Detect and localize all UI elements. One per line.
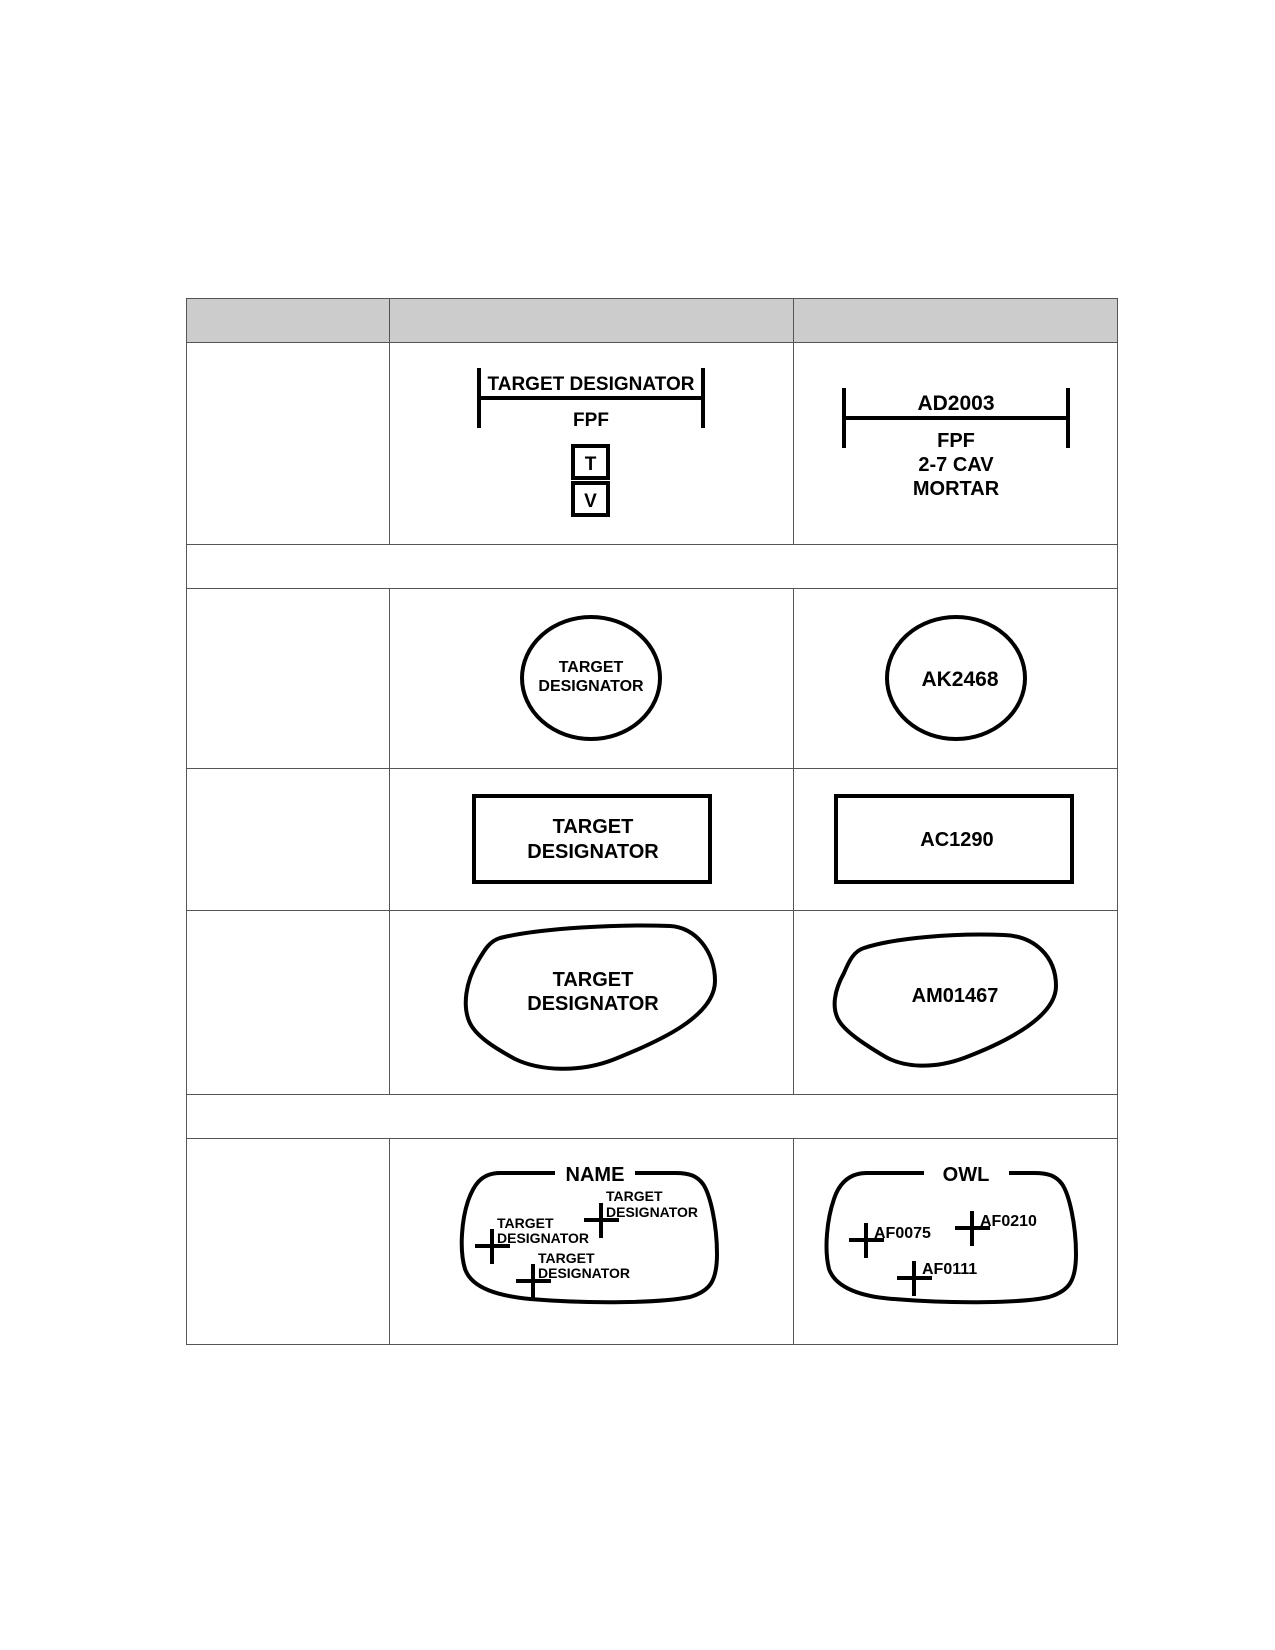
table-header (186, 298, 1118, 342)
rectangle-template-line: TARGET (553, 816, 634, 838)
irregular-example-cell: AM01467 (794, 911, 1117, 1094)
fpf-example-line: FPF (937, 430, 975, 452)
rectangle-example-cell: AC1290 (794, 769, 1117, 910)
group-example-name: OWL (943, 1164, 990, 1186)
group-target-label: DESIGNATOR (497, 1230, 589, 1246)
group-target-label: TARGET (538, 1250, 595, 1266)
grid-line (389, 1138, 390, 1344)
circle-example-symbol: AK2468 (885, 615, 1027, 741)
grid-line (186, 544, 1118, 545)
grid-line (793, 588, 794, 1094)
fpf-template-cell: TARGET DESIGNATOR FPF T V (390, 343, 793, 544)
fpf-type-label: FPF (573, 410, 609, 431)
group-target-label: DESIGNATOR (538, 1265, 630, 1281)
rectangle-example-symbol: AC1290 (834, 794, 1074, 884)
circle-template-line: TARGET (559, 659, 624, 676)
grid-line (793, 1138, 794, 1344)
grid-line (186, 1344, 1118, 1345)
fpf-template-symbol: TARGET DESIGNATOR FPF T V (477, 368, 705, 517)
fpf-example-designator: AD2003 (917, 392, 994, 415)
grid-line (186, 298, 1118, 299)
group-example-target: AF0075 (874, 1225, 931, 1242)
grid-line (389, 588, 390, 1094)
fpf-example-line: 2-7 CAV (918, 454, 994, 476)
group-template-symbol: NAME TARGET DESIGNATOR TARGET DESIGNATOR… (459, 1164, 720, 1305)
grid-line (186, 342, 1118, 343)
irregular-template-cell: TARGET DESIGNATOR (390, 911, 793, 1094)
grid-line (186, 1138, 1118, 1139)
group-name-label: NAME (566, 1164, 625, 1186)
group-example-cell: OWL AF0075 AF0210 AF0111 (794, 1139, 1117, 1344)
rectangle-template-cell: TARGET DESIGNATOR (390, 769, 793, 910)
circle-template-line: DESIGNATOR (538, 678, 644, 695)
irregular-template-line: TARGET (553, 969, 634, 991)
fpf-designator-label: TARGET DESIGNATOR (488, 374, 695, 395)
group-example-target: AF0210 (980, 1213, 1037, 1230)
grid-line (793, 298, 794, 544)
box-t-label: T (585, 454, 597, 475)
grid-line (186, 298, 187, 1344)
fpf-example-cell: AD2003 FPF 2-7 CAV MORTAR (794, 343, 1117, 544)
grid-line (186, 588, 1118, 589)
group-target-label: TARGET (606, 1188, 663, 1204)
group-example-symbol: OWL AF0075 AF0210 AF0111 (824, 1164, 1079, 1305)
irregular-example-symbol: AM01467 (832, 932, 1059, 1068)
rectangle-example-label: AC1290 (920, 829, 993, 851)
grid-line (186, 1094, 1118, 1095)
grid-line (1117, 298, 1118, 1344)
group-target-label: DESIGNATOR (606, 1204, 698, 1220)
box-v-label: V (584, 491, 597, 512)
fpf-example-symbol: AD2003 FPF 2-7 CAV MORTAR (842, 388, 1070, 500)
grid-line (186, 768, 1118, 769)
circle-template-symbol: TARGET DESIGNATOR (520, 615, 662, 741)
grid-line (186, 910, 1118, 911)
circle-example-cell: AK2468 (794, 589, 1117, 768)
group-template-cell: NAME TARGET DESIGNATOR TARGET DESIGNATOR… (390, 1139, 793, 1344)
irregular-template-line: DESIGNATOR (527, 993, 659, 1015)
irregular-template-symbol: TARGET DESIGNATOR (463, 923, 718, 1071)
group-example-target: AF0111 (922, 1261, 977, 1278)
circle-example-label: AK2468 (921, 668, 998, 691)
rectangle-template-line: DESIGNATOR (527, 841, 659, 863)
group-target-label: TARGET (497, 1215, 554, 1231)
fpf-example-line: MORTAR (913, 478, 1000, 500)
grid-line (389, 298, 390, 544)
circle-template-cell: TARGET DESIGNATOR (390, 589, 793, 768)
rectangle-template-symbol: TARGET DESIGNATOR (472, 794, 712, 884)
target-symbols-table: TARGET DESIGNATOR FPF T V AD2003 FPF 2-7… (186, 298, 1118, 1350)
irregular-example-label: AM01467 (912, 985, 999, 1007)
